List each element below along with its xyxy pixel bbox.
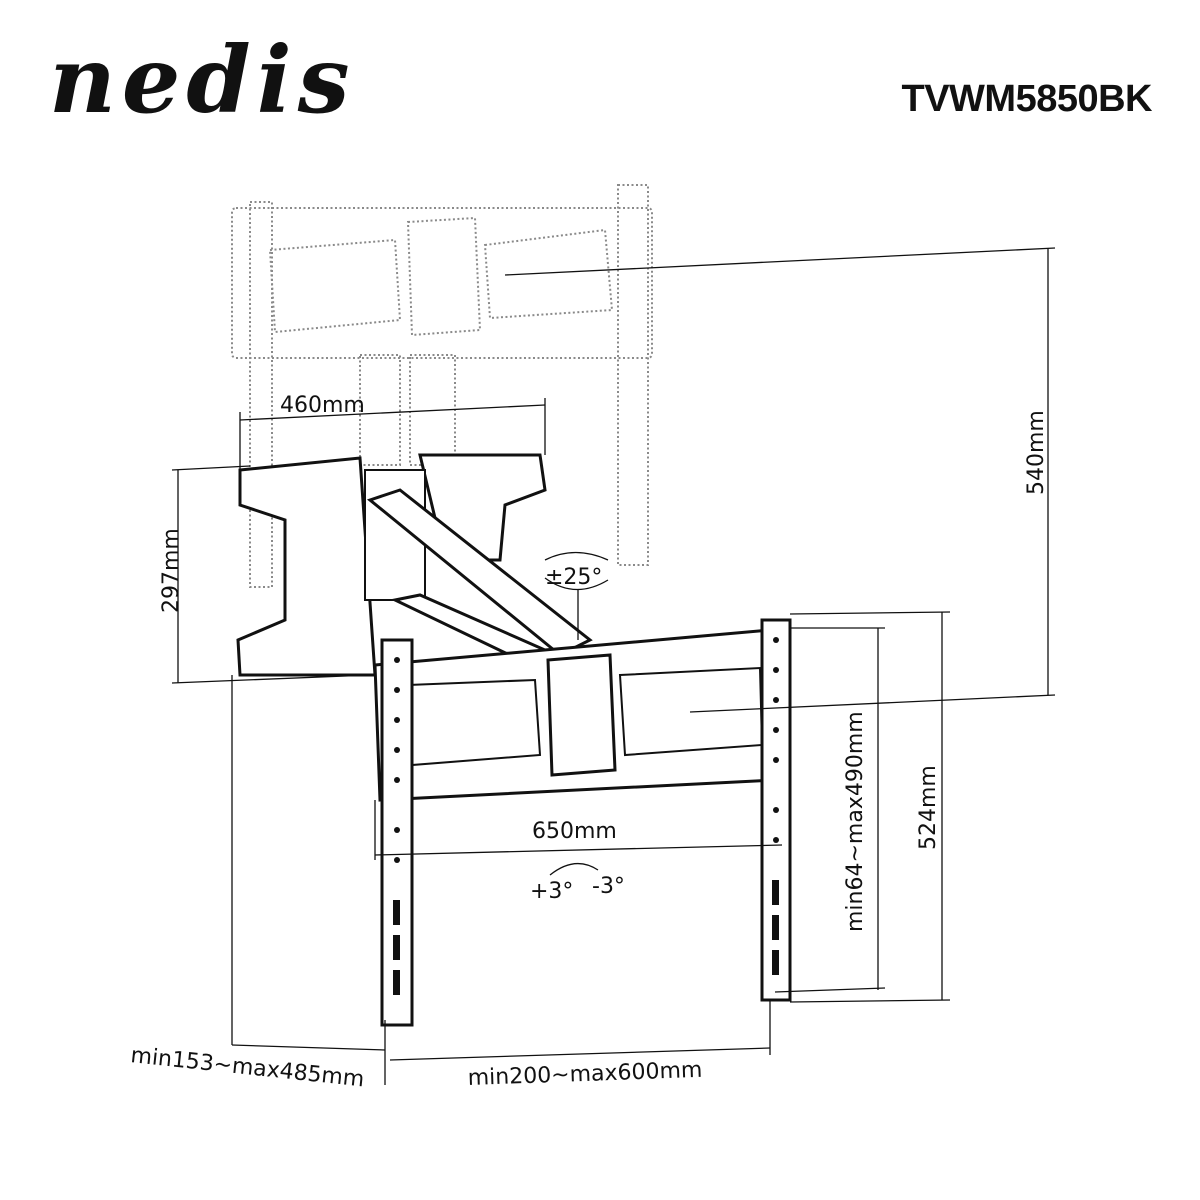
label-460mm: 460mm: [280, 393, 365, 418]
brand-logo-text: nedis: [49, 40, 356, 134]
label-vertical-holes: min64~max490mm: [843, 711, 868, 932]
label-tilt-minus: -3°: [592, 874, 625, 899]
tv-plate-center-block: [546, 653, 617, 777]
ghost-center-block: [406, 216, 482, 337]
arm-upper: [366, 488, 593, 657]
model-number: TVWM5850BK: [901, 78, 1153, 120]
label-650mm: 650mm: [532, 819, 617, 844]
rail-holes: [393, 637, 779, 995]
dimension-lines: [171, 247, 1056, 1085]
label-vesa-horizontal: min200~max600mm: [467, 1058, 702, 1091]
wall-plate-left: [236, 456, 377, 677]
ghost-plate: [231, 207, 653, 359]
ghost-arm-left: [359, 354, 401, 466]
ghost-left-window: [268, 238, 402, 334]
label-297mm: 297mm: [159, 528, 184, 613]
label-wall-distance: min153~max485mm: [129, 1043, 365, 1092]
ghost-right-window: [483, 228, 614, 320]
brand-logo: nedis: [49, 40, 356, 134]
ghost-right-rail: [617, 184, 649, 566]
label-tilt-plus: +3°: [530, 879, 573, 904]
ghost-left-rail: [249, 201, 273, 588]
label-540mm: 540mm: [1024, 410, 1049, 495]
label-swivel: ±25°: [545, 565, 602, 590]
tv-plate-left-window: [406, 678, 542, 767]
label-524mm: 524mm: [916, 765, 941, 850]
